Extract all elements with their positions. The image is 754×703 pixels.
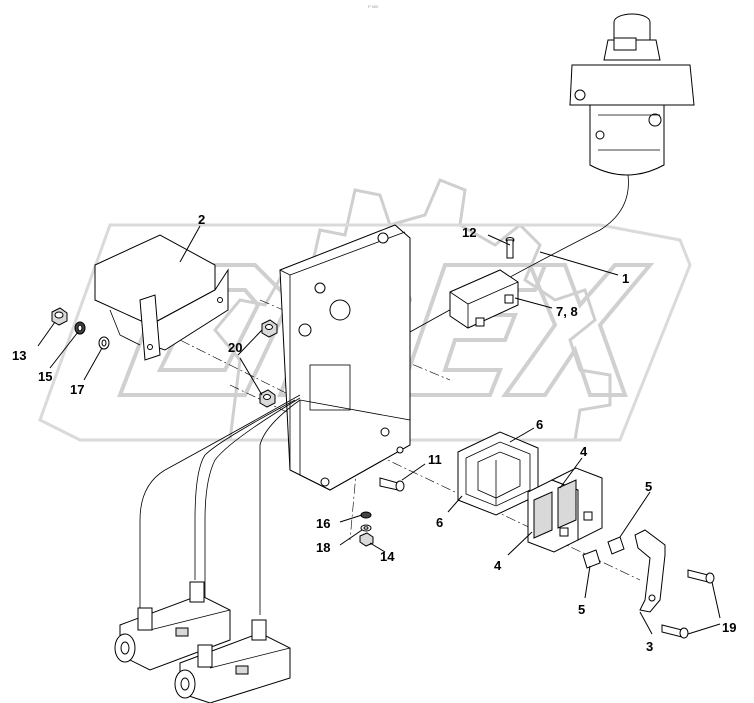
connector-block-part-7-8 xyxy=(449,269,519,329)
nut-part-13 xyxy=(51,307,68,326)
header-mark: P 000 xyxy=(368,4,379,9)
callout-7-8: 7, 8 xyxy=(556,304,578,319)
washer-part-18 xyxy=(360,524,372,532)
callout-14: 14 xyxy=(380,549,395,564)
screw-part-19-lower xyxy=(661,624,689,639)
leader-lines xyxy=(37,225,721,635)
washer-part-17 xyxy=(98,336,110,350)
callout-6-upper: 6 xyxy=(536,417,543,432)
callout-5-upper: 5 xyxy=(645,479,652,494)
callout-11: 11 xyxy=(428,452,442,467)
solenoid-cables xyxy=(139,394,301,650)
nut-part-14 xyxy=(359,532,374,547)
callout-5-lower: 5 xyxy=(578,602,585,617)
callout-2: 2 xyxy=(198,212,205,227)
screw-part-11 xyxy=(379,477,405,492)
solenoid-valve-upper xyxy=(114,581,231,671)
callout-12: 12 xyxy=(462,225,476,240)
callout-4-upper: 4 xyxy=(580,444,588,459)
label-part-5-lower xyxy=(582,549,601,569)
callout-15: 15 xyxy=(38,369,52,384)
pressure-switch-part-1 xyxy=(299,13,695,396)
callout-18: 18 xyxy=(316,540,330,555)
callout-17: 17 xyxy=(70,382,84,397)
callout-16: 16 xyxy=(316,516,330,531)
callout-6-lower: 6 xyxy=(436,515,443,530)
label-part-5-upper xyxy=(607,536,625,555)
callout-19: 19 xyxy=(722,620,736,635)
callout-3: 3 xyxy=(646,639,653,654)
washer-part-16 xyxy=(360,511,372,519)
cover-bracket-part-2 xyxy=(94,234,229,361)
nut-part-20-upper xyxy=(261,319,278,338)
callout-20: 20 xyxy=(228,340,242,355)
rocker-switches-part-4 xyxy=(527,467,603,553)
callout-13: 13 xyxy=(12,348,26,363)
mounting-plate xyxy=(279,224,411,491)
nut-part-20-lower xyxy=(259,389,276,408)
callout-4-lower: 4 xyxy=(494,558,502,573)
screw-part-19-upper xyxy=(687,569,715,584)
solenoid-valve-lower xyxy=(174,619,291,703)
screw-part-12 xyxy=(505,237,515,259)
switch-frame-part-6 xyxy=(457,431,539,516)
callout-1: 1 xyxy=(622,271,629,286)
lock-washer-part-15 xyxy=(74,321,86,335)
bracket-part-3 xyxy=(634,529,666,613)
